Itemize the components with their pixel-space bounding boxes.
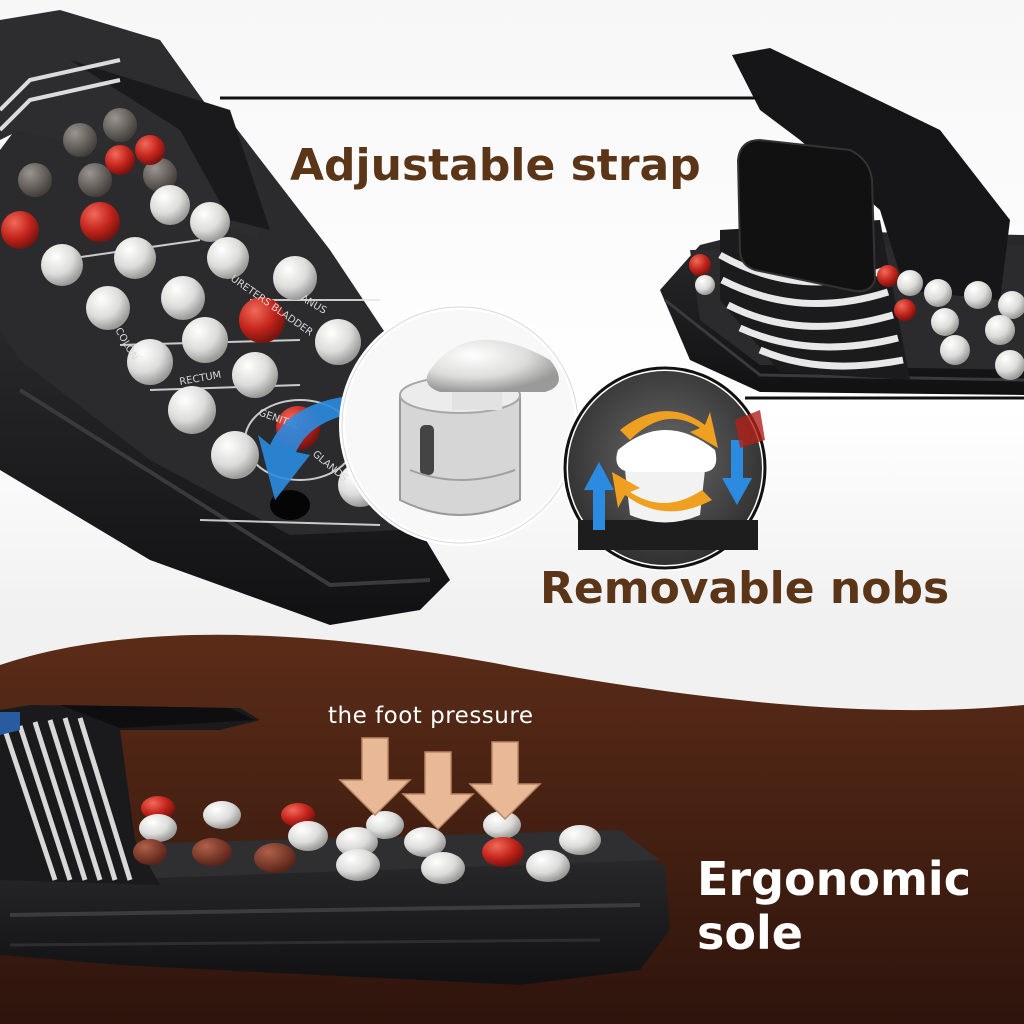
strap-slipper-image (660, 48, 1024, 395)
foot-pressure-label: the foot pressure (328, 703, 534, 729)
rotation-closeup-lens (562, 365, 768, 571)
up-arrow-icon (584, 462, 614, 530)
curved-arrow-icon (258, 395, 360, 500)
ergonomic-sole-label-line1: Ergonomic (697, 852, 971, 906)
adjustable-strap-label: Adjustable strap (290, 140, 701, 191)
down-arrow-icon (722, 440, 752, 505)
side-slipper-image (0, 705, 670, 985)
ergonomic-sole-label-line2: sole (697, 906, 803, 960)
removable-nobs-label: Removable nobs (540, 563, 950, 614)
massage-nubs (1, 108, 382, 520)
main-slipper-image: GENITAL GLANDS RECTUM ANUS COLON URETERS… (0, 10, 450, 625)
pressure-arrow-icon (338, 737, 542, 831)
nub-closeup-lens (339, 304, 581, 546)
rotate-arrows-icon (620, 411, 718, 448)
